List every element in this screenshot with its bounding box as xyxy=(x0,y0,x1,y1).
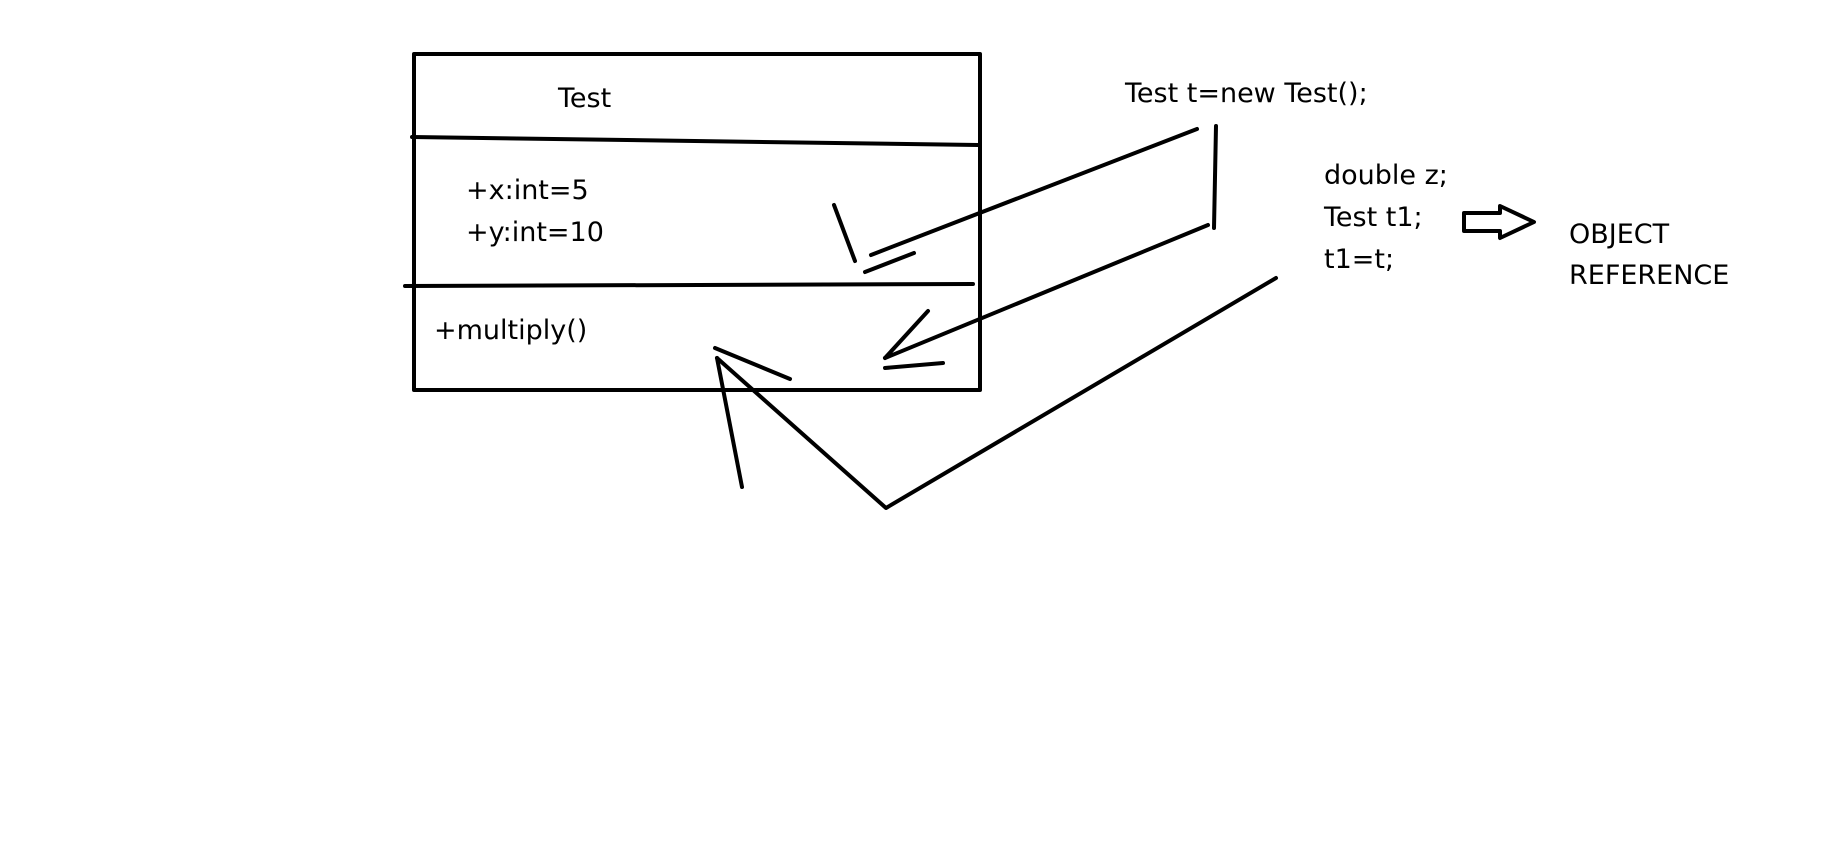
code-assignment: t1=t; xyxy=(1324,244,1395,275)
reference-arrow-object-head1 xyxy=(883,309,930,360)
class-divider-bottom xyxy=(403,282,975,288)
class-box xyxy=(412,52,982,392)
reference-arrow-t-mark1 xyxy=(863,251,916,274)
class-name: Test xyxy=(558,83,612,114)
reference-arrow-t1-head2 xyxy=(713,346,792,381)
reference-arrow-t-mark2 xyxy=(832,203,857,263)
reference-arrow-object-head2 xyxy=(883,361,945,370)
reference-arrow-t-line xyxy=(869,127,1199,257)
code-declaration-z: double z; xyxy=(1324,160,1448,191)
code-instantiation: Test t=new Test(); xyxy=(1125,78,1368,109)
reference-arrow-object-line xyxy=(883,223,1210,360)
class-attribute-x: +x:int=5 xyxy=(466,175,589,206)
reference-arrow-t1-line xyxy=(715,276,1278,510)
class-divider-top xyxy=(410,135,980,147)
class-method-multiply: +multiply() xyxy=(434,315,588,346)
annotation-line-1: OBJECT xyxy=(1569,219,1670,250)
reference-arrow-t1-head1 xyxy=(715,356,744,489)
code-declaration-t1: Test t1; xyxy=(1324,202,1423,233)
class-attribute-y: +y:int=10 xyxy=(466,217,604,248)
reference-arrow-t-shaft xyxy=(1212,124,1218,230)
block-right-arrow-icon xyxy=(1462,204,1536,240)
annotation-line-2: REFERENCE xyxy=(1569,260,1730,291)
